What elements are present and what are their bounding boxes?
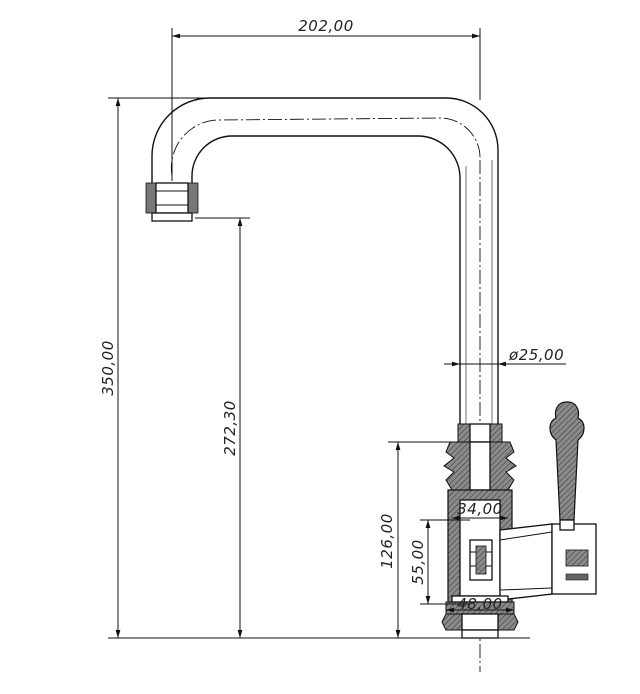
faucet-body	[441, 423, 597, 639]
aerator	[145, 182, 199, 222]
dim-base-width: 48,00	[446, 595, 514, 613]
dim-outlet-height: 272,30	[195, 217, 250, 638]
dim-body-height: 126,00	[378, 441, 470, 638]
spout-pipe	[151, 97, 499, 438]
dim-text-body-width: 34,00	[457, 500, 502, 518]
dim-text-base-width: 48,00	[457, 595, 502, 613]
dim-text-total-height: 350,00	[99, 340, 117, 396]
dim-total-height: 350,00	[99, 97, 530, 639]
dim-text-body-height: 126,00	[378, 513, 396, 569]
dim-text-handle-height: 55,00	[409, 539, 427, 584]
dim-handle-height: 55,00	[409, 519, 470, 605]
dim-text-spout-reach: 202,00	[298, 17, 354, 35]
dim-body-width: 34,00	[452, 500, 508, 521]
dim-pipe-diameter: ø25,00	[444, 346, 566, 367]
lever-handle	[549, 401, 585, 531]
dim-text-outlet-height: 272,30	[221, 400, 239, 456]
centerlines	[170, 117, 481, 672]
dim-spout-reach: 202,00	[171, 17, 481, 180]
dim-text-pipe-diameter: ø25,00	[508, 346, 564, 364]
